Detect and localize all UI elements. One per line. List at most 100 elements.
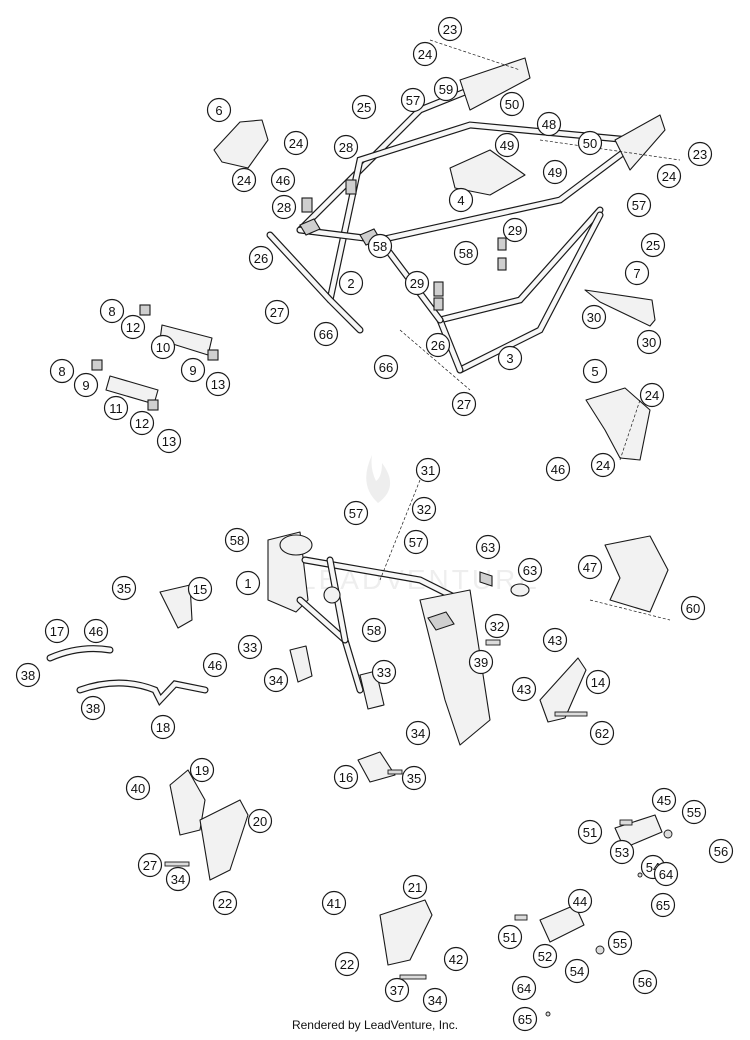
callout-circle — [415, 457, 441, 483]
callout-circle — [150, 334, 176, 360]
callout-label: 10 — [156, 340, 170, 355]
callout-46: 46 — [83, 618, 109, 644]
callout-label: 44 — [573, 894, 587, 909]
callout-label: 47 — [583, 560, 597, 575]
callout-label: 65 — [656, 898, 670, 913]
callout-56: 56 — [632, 969, 658, 995]
bracket-7 — [584, 289, 656, 327]
callout-label: 33 — [243, 640, 257, 655]
callout-62: 62 — [589, 720, 615, 746]
callout-circle — [497, 924, 523, 950]
callout-circle — [512, 1006, 538, 1032]
callout-circle — [206, 97, 232, 123]
callout-circle — [425, 332, 451, 358]
callout-43: 43 — [542, 627, 568, 653]
callout-57: 57 — [626, 192, 652, 218]
callout-circle — [137, 852, 163, 878]
callout-label: 27 — [143, 858, 157, 873]
callout-label: 11 — [109, 401, 123, 416]
callout-circle — [708, 838, 734, 864]
callout-34: 34 — [405, 720, 431, 746]
callout-circle — [80, 695, 106, 721]
callout-label: 43 — [517, 682, 531, 697]
callout-circle — [120, 314, 146, 340]
callout-label: 31 — [421, 463, 435, 478]
callout-circle — [334, 951, 360, 977]
callout-label: 55 — [687, 805, 701, 820]
callout-circle — [577, 554, 603, 580]
callout-label: 9 — [189, 363, 196, 378]
callout-13: 13 — [205, 371, 231, 397]
callout-label: 29 — [508, 223, 522, 238]
callout-label: 41 — [327, 896, 341, 911]
callout-11: 11 — [103, 395, 129, 421]
callout-circle — [404, 270, 430, 296]
callout-37: 37 — [384, 977, 410, 1003]
callout-23: 23 — [687, 141, 713, 167]
callout-label: 26 — [254, 251, 268, 266]
callout-16: 16 — [333, 764, 359, 790]
callout-circle — [494, 132, 520, 158]
callout-26: 26 — [248, 245, 274, 271]
callout-circle — [313, 321, 339, 347]
callout-circle — [536, 111, 562, 137]
callout-circle — [577, 819, 603, 845]
callout-circle — [412, 41, 438, 67]
callout-label: 14 — [591, 675, 605, 690]
callout-52: 52 — [532, 943, 558, 969]
callout-58: 58 — [224, 527, 250, 553]
callout-8: 8 — [49, 358, 75, 384]
main-frame — [267, 531, 530, 746]
callout-label: 17 — [50, 624, 64, 639]
callout-50: 50 — [577, 130, 603, 156]
callout-57: 57 — [343, 500, 369, 526]
callout-45: 45 — [651, 787, 677, 813]
callout-circle — [205, 371, 231, 397]
callout-circle — [338, 270, 364, 296]
callout-label: 24 — [418, 47, 432, 62]
callout-label: 32 — [490, 619, 504, 634]
callout-label: 43 — [548, 633, 562, 648]
callout-30: 30 — [636, 329, 662, 355]
callout-label: 15 — [193, 582, 207, 597]
callout-2: 2 — [338, 270, 364, 296]
callout-46: 46 — [545, 456, 571, 482]
callout-label: 24 — [289, 136, 303, 151]
callout-3: 3 — [497, 345, 523, 371]
callout-label: 51 — [583, 825, 597, 840]
callout-label: 3 — [506, 351, 513, 366]
callout-circle — [271, 194, 297, 220]
callout-circle — [422, 987, 448, 1013]
callout-label: 12 — [135, 416, 149, 431]
callout-circle — [15, 662, 41, 688]
callout-label: 53 — [615, 845, 629, 860]
callout-label: 42 — [449, 952, 463, 967]
callout-51: 51 — [497, 924, 523, 950]
callout-circle — [653, 861, 679, 887]
callout-35: 35 — [401, 765, 427, 791]
callout-24: 24 — [590, 452, 616, 478]
callout-1: 1 — [235, 570, 261, 596]
callout-circle — [402, 874, 428, 900]
callout-label: 66 — [319, 327, 333, 342]
callout-label: 25 — [646, 238, 660, 253]
callout-circle — [437, 16, 463, 42]
callout-label: 50 — [505, 97, 519, 112]
callout-circle — [545, 456, 571, 482]
callout-circle — [405, 720, 431, 746]
callout-26: 26 — [425, 332, 451, 358]
callout-circle — [577, 130, 603, 156]
callout-circle — [639, 382, 665, 408]
bracket-16 — [357, 751, 396, 783]
callout-label: 58 — [459, 246, 473, 261]
callout-label: 32 — [417, 502, 431, 517]
callout-label: 12 — [126, 320, 140, 335]
callout-label: 1 — [244, 576, 251, 591]
callout-label: 45 — [657, 793, 671, 808]
callout-30: 30 — [581, 304, 607, 330]
callout-8: 8 — [99, 298, 125, 324]
callout-24: 24 — [412, 41, 438, 67]
callout-label: 27 — [270, 305, 284, 320]
callout-label: 18 — [156, 720, 170, 735]
callout-label: 24 — [237, 173, 251, 188]
